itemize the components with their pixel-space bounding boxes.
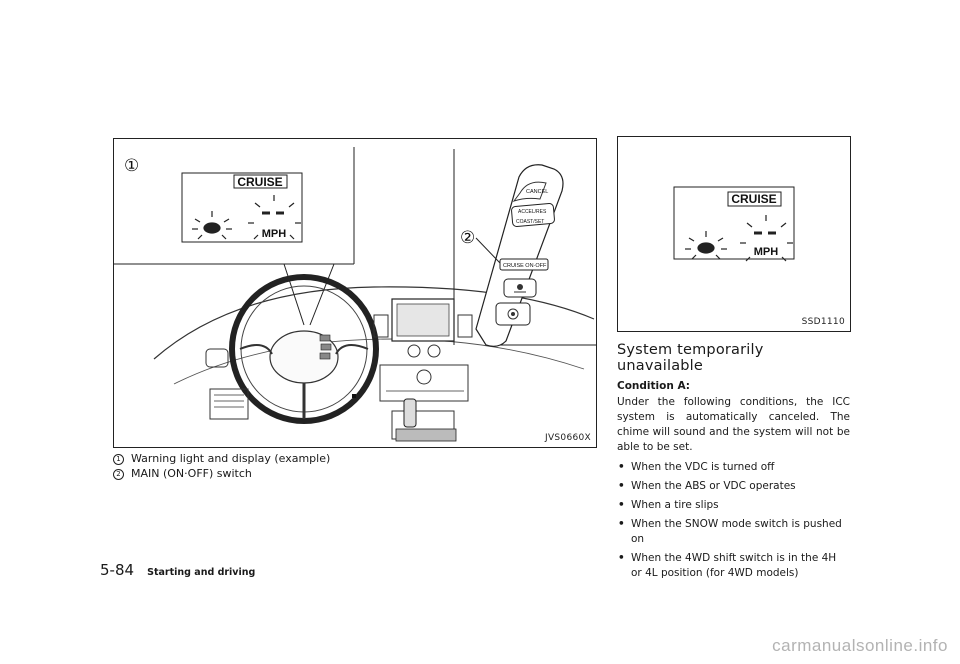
main-switch-label: CRUISE ON·OFF xyxy=(503,263,547,269)
lane-icon xyxy=(507,308,519,320)
callout-2: ② xyxy=(460,228,475,247)
cancel-switch-label: CANCEL xyxy=(526,189,548,195)
caption-marker: 1 xyxy=(113,454,124,465)
section-title: Starting and driving xyxy=(147,567,256,578)
condition-list: When the VDC is turned off When the ABS … xyxy=(617,460,850,581)
condition-label: Condition A: xyxy=(617,380,690,392)
cruise-display-title: CRUISE xyxy=(237,175,282,189)
accel-res-label: ACCEL/RES xyxy=(518,209,547,215)
figure-code: SSD1110 xyxy=(801,317,845,327)
coast-set-label: COAST/SET xyxy=(516,219,544,225)
cruise-warning-icon xyxy=(685,231,727,260)
distance-icon xyxy=(514,284,526,293)
caption-marker: 2 xyxy=(113,469,124,480)
cruise-display-unit: MPH xyxy=(262,228,287,240)
figure-caption-list: 1 Warning light and display (example) 2 MA… xyxy=(113,451,593,481)
caption-text: Warning light and display (example) xyxy=(131,452,331,465)
mph-flash-icon xyxy=(740,215,793,262)
list-item: When the ABS or VDC operates xyxy=(617,479,850,494)
list-item: When the 4WD shift switch is in the 4H o… xyxy=(617,551,850,581)
caption-item-2: 2 MAIN (ON·OFF) switch xyxy=(113,466,593,481)
list-item: When the VDC is turned off xyxy=(617,460,850,475)
cruise-display-illustration: CRUISE MPH xyxy=(673,186,795,262)
section-paragraph: Under the following conditions, the ICC … xyxy=(617,396,850,453)
text-column: System temporarily unavailable Condition… xyxy=(617,342,850,585)
watermark-link[interactable]: carmanualsonline.info xyxy=(772,636,948,655)
cruise-display-unit: MPH xyxy=(754,246,779,258)
list-item: When the SNOW mode switch is pushed on xyxy=(617,517,850,547)
list-item: When a tire slips xyxy=(617,498,850,513)
mph-flash-icon xyxy=(248,195,301,240)
section-heading: System temporarily unavailable xyxy=(617,342,764,374)
cruise-warning-icon xyxy=(192,211,232,240)
page-number: 5-84 xyxy=(100,561,135,579)
callout-1: ① xyxy=(124,156,139,175)
caption-item-1: 1 Warning light and display (example) xyxy=(113,451,593,466)
caption-text: MAIN (ON·OFF) switch xyxy=(131,467,252,480)
page-footer: 5-84 Starting and driving xyxy=(100,560,255,579)
cruise-display-title: CRUISE xyxy=(731,192,776,206)
figure-dashboard: ① CRUISE MPH xyxy=(113,138,597,448)
dashboard-illustration: ① CRUISE MPH xyxy=(114,139,596,442)
figure-code: JVS0660X xyxy=(545,433,591,443)
figure-cruise-display: CRUISE MPH SSD1110 xyxy=(617,136,851,332)
